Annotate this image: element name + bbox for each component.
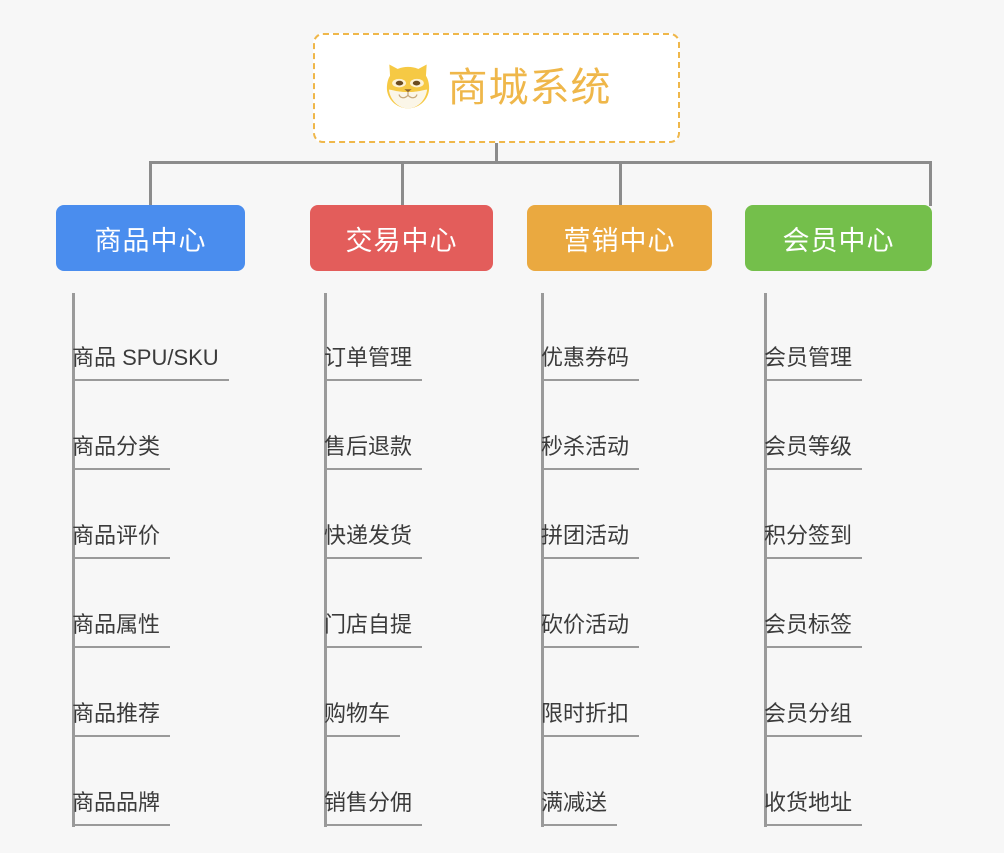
connector-horizontal-bus — [150, 161, 931, 164]
list-item-label: 拼团活动 — [541, 521, 640, 559]
list-item-label: 砍价活动 — [541, 610, 640, 648]
column-trade-center: 交易中心 订单管理 售后退款 快递发货 门店自提 购物车 销售分佣 — [310, 205, 530, 853]
column-spine — [72, 293, 75, 827]
list-item-label: 优惠券码 — [541, 343, 640, 381]
column-spine — [764, 293, 767, 827]
list-item[interactable]: 秒杀活动 — [541, 424, 640, 470]
column-items-marketing-center: 优惠券码 秒杀活动 拼团活动 砍价活动 限时折扣 满减送 — [527, 293, 747, 853]
list-item-label: 商品属性 — [72, 610, 171, 648]
list-item[interactable]: 售后退款 — [324, 424, 423, 470]
list-item[interactable]: 满减送 — [541, 780, 618, 826]
root-title: 商城系统 — [447, 66, 612, 110]
list-item-label: 秒杀活动 — [541, 432, 640, 470]
list-item[interactable]: 会员分组 — [764, 691, 863, 737]
column-marketing-center: 营销中心 优惠券码 秒杀活动 拼团活动 砍价活动 限时折扣 满减送 — [527, 205, 747, 853]
list-item-label: 商品品牌 — [72, 788, 171, 826]
list-item-label: 会员分组 — [764, 699, 863, 737]
list-item-label: 售后退款 — [324, 432, 423, 470]
connector-root-stem — [495, 143, 498, 163]
connector-drop-3 — [619, 161, 622, 206]
list-item-label: 商品推荐 — [72, 699, 171, 737]
list-item-label: 快递发货 — [324, 521, 423, 559]
list-item[interactable]: 拼团活动 — [541, 513, 640, 559]
shiba-dog-face-icon — [386, 64, 429, 109]
list-item-label: 会员管理 — [764, 343, 863, 381]
column-header-label: 交易中心 — [345, 225, 458, 256]
column-header-marketing-center[interactable]: 营销中心 — [527, 205, 712, 271]
column-items-member-center: 会员管理 会员等级 积分签到 会员标签 会员分组 收货地址 — [745, 293, 965, 853]
list-item[interactable]: 商品评价 — [72, 513, 171, 559]
list-item-label: 满减送 — [541, 788, 618, 826]
column-header-label: 会员中心 — [782, 225, 895, 256]
list-item-label: 商品评价 — [72, 521, 171, 559]
list-item[interactable]: 优惠券码 — [541, 335, 640, 381]
list-item-label: 销售分佣 — [324, 788, 423, 826]
list-item[interactable]: 商品推荐 — [72, 691, 171, 737]
column-header-product-center[interactable]: 商品中心 — [56, 205, 245, 271]
column-spine — [541, 293, 544, 827]
list-item-label: 商品 SPU/SKU — [72, 343, 229, 381]
list-item-label: 收货地址 — [764, 788, 863, 826]
column-header-label: 营销中心 — [563, 225, 676, 256]
column-items-product-center: 商品 SPU/SKU 商品分类 商品评价 商品属性 商品推荐 商品品牌 — [56, 293, 306, 853]
column-header-member-center[interactable]: 会员中心 — [745, 205, 932, 271]
column-member-center: 会员中心 会员管理 会员等级 积分签到 会员标签 会员分组 收货地址 — [745, 205, 965, 853]
list-item[interactable]: 商品分类 — [72, 424, 171, 470]
list-item-label: 购物车 — [324, 699, 401, 737]
list-item-label: 门店自提 — [324, 610, 423, 648]
list-item-label: 限时折扣 — [541, 699, 640, 737]
root-node[interactable]: 商城系统 — [313, 33, 680, 143]
column-header-trade-center[interactable]: 交易中心 — [310, 205, 493, 271]
list-item[interactable]: 砍价活动 — [541, 602, 640, 648]
list-item-label: 会员标签 — [764, 610, 863, 648]
column-product-center: 商品中心 商品 SPU/SKU 商品分类 商品评价 商品属性 商品推荐 商品品牌 — [56, 205, 306, 853]
list-item[interactable]: 门店自提 — [324, 602, 423, 648]
list-item-label: 商品分类 — [72, 432, 171, 470]
connector-drop-2 — [401, 161, 404, 206]
column-header-label: 商品中心 — [94, 225, 207, 256]
list-item-label: 订单管理 — [324, 343, 423, 381]
connector-drop-1 — [149, 161, 152, 206]
list-item[interactable]: 快递发货 — [324, 513, 423, 559]
list-item[interactable]: 商品 SPU/SKU — [72, 335, 229, 381]
connector-drop-4 — [929, 161, 932, 206]
list-item[interactable]: 销售分佣 — [324, 780, 423, 826]
list-item[interactable]: 积分签到 — [764, 513, 863, 559]
list-item-label: 会员等级 — [764, 432, 863, 470]
list-item[interactable]: 会员管理 — [764, 335, 863, 381]
list-item[interactable]: 会员等级 — [764, 424, 863, 470]
column-items-trade-center: 订单管理 售后退款 快递发货 门店自提 购物车 销售分佣 — [310, 293, 530, 853]
list-item[interactable]: 商品属性 — [72, 602, 171, 648]
list-item[interactable]: 商品品牌 — [72, 780, 171, 826]
list-item-label: 积分签到 — [764, 521, 863, 559]
list-item[interactable]: 限时折扣 — [541, 691, 640, 737]
column-spine — [324, 293, 327, 827]
list-item[interactable]: 订单管理 — [324, 335, 423, 381]
list-item[interactable]: 会员标签 — [764, 602, 863, 648]
list-item[interactable]: 购物车 — [324, 691, 401, 737]
list-item[interactable]: 收货地址 — [764, 780, 863, 826]
